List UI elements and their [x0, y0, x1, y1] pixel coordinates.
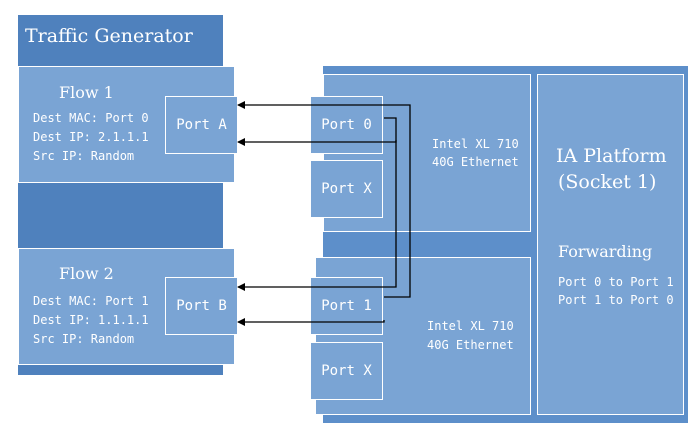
- port-b-box: Port B: [165, 277, 238, 335]
- nic-bottom-port-x-box: Port X: [310, 342, 383, 400]
- forwarding-rule-1: Port 0 to Port 1: [558, 275, 674, 289]
- port-0-label: Port 0: [321, 117, 372, 133]
- nic-bottom-port-x-label: Port X: [321, 363, 372, 379]
- ia-platform-title: IA Platform: [556, 145, 667, 167]
- flow-2-src-ip: Src IP: Random: [33, 332, 135, 346]
- flow-1-src-ip: Src IP: Random: [33, 149, 135, 163]
- port-1-box: Port 1: [310, 277, 383, 335]
- forwarding-title: Forwarding: [558, 242, 653, 261]
- port-0-box: Port 0: [310, 96, 383, 154]
- flow-2-dest-ip: Dest IP: 1.1.1.1: [33, 313, 149, 327]
- port-1-label: Port 1: [321, 298, 372, 314]
- traffic-generator-title: Traffic Generator: [25, 25, 193, 47]
- ia-platform-socket: (Socket 1): [558, 171, 657, 193]
- flow-1-dest-ip: Dest IP: 2.1.1.1: [33, 130, 149, 144]
- port-a-box: Port A: [165, 96, 238, 154]
- port-a-label: Port A: [176, 117, 227, 133]
- port-b-label: Port B: [176, 298, 227, 314]
- flow-2-title: Flow 2: [59, 264, 114, 283]
- forwarding-rule-2: Port 1 to Port 0: [558, 293, 674, 307]
- ia-platform-panel: IA Platform (Socket 1) Forwarding Port 0…: [537, 74, 684, 415]
- nic-bottom-speed: 40G Ethernet: [427, 338, 514, 352]
- flow-2-dest-mac: Dest MAC: Port 1: [33, 294, 149, 308]
- nic-top-port-x-box: Port X: [310, 160, 383, 218]
- nic-bottom-model: Intel XL 710: [427, 319, 514, 333]
- flow-1-title: Flow 1: [59, 83, 114, 102]
- flow-1-dest-mac: Dest MAC: Port 0: [33, 111, 149, 125]
- nic-top-speed: 40G Ethernet: [432, 155, 519, 169]
- traffic-generator-title-box: Traffic Generator: [18, 15, 223, 65]
- nic-top-port-x-label: Port X: [321, 181, 372, 197]
- nic-top-model: Intel XL 710: [432, 137, 519, 151]
